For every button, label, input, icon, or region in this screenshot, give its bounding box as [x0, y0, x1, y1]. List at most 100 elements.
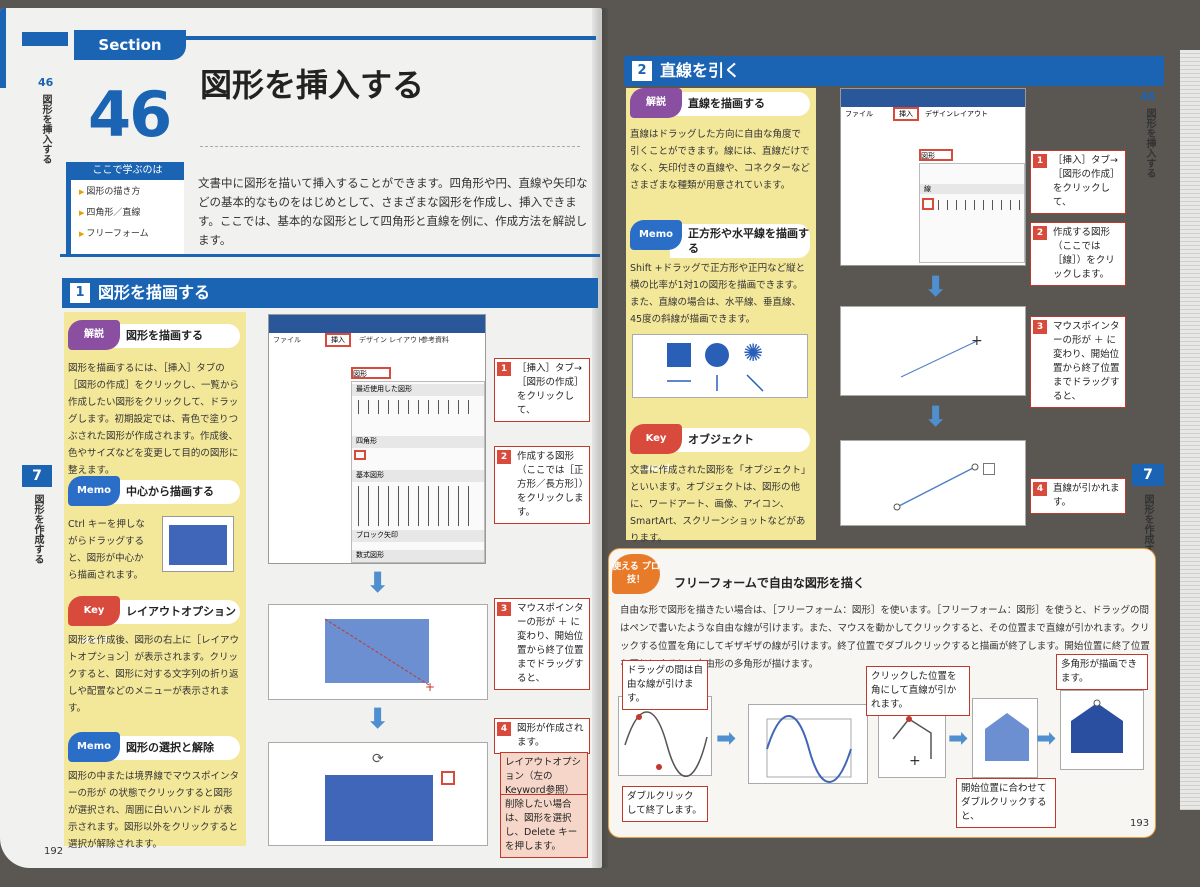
down-arrow-icon: ⬇ [366, 702, 390, 735]
ribbon-tab[interactable]: レイアウト [953, 110, 988, 118]
side-chapter-label: 図形を挿入する [1144, 108, 1155, 178]
chapter-tab-label: 図形を作成する [32, 494, 43, 564]
rectangle-shape [169, 525, 227, 565]
edge-stripe [0, 8, 6, 88]
callout-text: 作成する図形（ここでは［正方形／長方形］）をクリックします。 [517, 451, 584, 518]
tip-body: 図形を描画するには、［挿入］タブの［図形の作成］をクリックし、一覧から作成したい… [68, 363, 240, 476]
explain-badge: 解説 [630, 88, 682, 118]
freeform-note-doubleclick: ダブルクリックして終了します。 [622, 786, 708, 822]
shapes-gallery: 最近使用した図形 四角形 基本図形 ブロック矢印 数式図形 [351, 381, 485, 563]
chapter-tab: 7 [22, 465, 52, 487]
freehand-curve [624, 711, 708, 778]
learn-header: ここで学ぶのは [71, 162, 184, 180]
heading-number: 2 [632, 61, 652, 81]
down-arrow-icon: ⬇ [924, 400, 948, 433]
sun-shape-icon: ✺ [743, 339, 764, 367]
shape-grid[interactable] [358, 486, 478, 526]
right-arrow-icon: ➡ [948, 724, 969, 752]
freeform-note-polygon: 多角形が描画できます。 [1056, 654, 1148, 690]
tip-body: 文書に作成された図形を「オブジェクト」といいます。オブジェクトは、図形の他に、ワ… [630, 465, 806, 544]
rectangle-shape-option[interactable] [354, 450, 366, 460]
memo-badge: Memo [630, 220, 682, 250]
explain-badge: 解説 [68, 320, 120, 350]
tip-title: 正方形や水平線を描画する [670, 224, 810, 258]
keyword-badge: Key word [68, 596, 120, 646]
ribbon-tab[interactable]: 参考資料 [421, 336, 449, 344]
tip-body: 図形を作成後、図形の右上に［レイアウトオプション］が表示されます。クリックすると… [68, 635, 240, 714]
ribbon-tab[interactable]: レイアウト [389, 336, 424, 344]
layout-options-icon[interactable] [441, 771, 455, 785]
svg-text:+: + [971, 333, 983, 349]
callout-text: 作成する図形（ここでは［線］）をクリックします。 [1053, 227, 1115, 280]
tip-memo-select: 図形の選択と解除 Memo 図形の中または境界線でマウスポインターの形が の状態… [68, 732, 244, 850]
ribbon-bar [841, 89, 1025, 107]
insert-tab[interactable]: 挿入 [893, 107, 919, 121]
down-arrow-icon: ⬇ [366, 566, 390, 599]
freeform-step4 [972, 698, 1038, 778]
gallery-section: 四角形 [352, 436, 484, 448]
tip-keyword-object: オブジェクト Key word 文書に作成された図形を「オブジェクト」といいます… [630, 424, 814, 544]
shape-grid[interactable] [358, 400, 478, 414]
tip-title: 図形の選択と解除 [108, 736, 240, 760]
side-chapter-number: 46 [38, 76, 54, 89]
page-title: 図形を挿入する [200, 66, 425, 104]
top-rule [186, 36, 596, 40]
tip-title: 図形を描画する [108, 324, 240, 348]
shapes-button[interactable]: 図形 [919, 149, 953, 161]
ribbon-bar [269, 315, 485, 333]
learn-item: 四角形／直線 [71, 201, 184, 222]
tip-memo-center: 中心から描画する Memo Ctrl キーを押しながらドラッグすると、図形が中心… [68, 476, 244, 586]
learn-item: フリーフォーム [71, 222, 184, 243]
line-samples [667, 374, 764, 392]
shapes-button[interactable]: 図形 [351, 367, 391, 379]
rotate-handle-icon[interactable]: ⟳ [372, 751, 384, 767]
title-divider [200, 146, 580, 147]
drag-line: + [900, 333, 983, 378]
result-panel: ⟳ [268, 742, 488, 846]
tip-explain-line: 直線を描画する 解説 直線はドラッグした方向に自由な角度で引くことができます。線… [630, 88, 814, 208]
square-shape [667, 343, 691, 367]
polyline-shape: + [892, 716, 932, 769]
gallery-section: ブロック矢印 [352, 530, 484, 542]
gallery-section: 線 [920, 184, 1024, 194]
freeform-text: 自由な形で図形を描きたい場合は、［フリーフォーム：図形］を使います。［フリーフォ… [620, 605, 1150, 670]
circle-shape [705, 343, 729, 367]
top-accent [22, 32, 68, 46]
callout-text: 図形が作成されます。 [517, 723, 584, 748]
callout-text: ［挿入］タブ→［図形の作成］をクリックして、 [1053, 155, 1120, 208]
learn-box: ここで学ぶのは 図形の描き方 四角形／直線 フリーフォーム [66, 162, 184, 254]
memo-figure [162, 516, 234, 572]
insert-tab[interactable]: 挿入 [325, 333, 351, 347]
callout-step1: 1［挿入］タブ→［図形の作成］をクリックして、 [494, 358, 590, 422]
gallery-section: 最近使用した図形 [352, 384, 484, 396]
word-screenshot-line: ファイル 挿入 デザイン レイアウト 図形 線 [840, 88, 1026, 266]
line-shape [893, 463, 979, 511]
memo-badge: Memo [68, 732, 120, 762]
freeform-title: フリーフォームで自由な図形を描く [674, 576, 865, 590]
drag-panel: + [268, 604, 488, 700]
ribbon-tab[interactable]: ファイル [273, 336, 301, 344]
tip-body: Ctrl キーを押しながらドラッグすると、図形が中心から描画されます。 [68, 519, 145, 581]
drag-line: + [324, 618, 435, 694]
ribbon-tab[interactable]: ファイル [845, 110, 873, 118]
tip-memo-square: 正方形や水平線を描画する Memo Shift +ドラッグで正方形や正円など縦と… [630, 220, 814, 420]
ribbon-tab[interactable]: デザイン [925, 110, 953, 118]
page-number-right: 193 [1130, 818, 1150, 829]
chapter-tab: 7 [1132, 464, 1164, 486]
line-shape-option[interactable] [922, 198, 934, 210]
word-screenshot-insert: ファイル 挿入 デザイン レイアウト 参考資料 図形 最近使用した図形 四角形 … [268, 314, 486, 564]
result-line-panel [840, 440, 1026, 526]
drag-line-panel: + [840, 306, 1026, 396]
layout-options-icon[interactable] [983, 463, 995, 475]
gallery-section: 基本図形 [352, 470, 484, 482]
tip-title: 中心から描画する [108, 480, 240, 504]
heading-text: 直線を引く [660, 61, 741, 80]
heading-draw-shape: 1 図形を描画する [62, 278, 598, 308]
tip-title: レイアウトオプション [108, 600, 240, 624]
side-chapter-label: 図形を挿入する [40, 94, 51, 164]
shape-grid[interactable] [938, 200, 1022, 210]
ribbon-tab[interactable]: デザイン [359, 336, 387, 344]
learn-item: 図形の描き方 [71, 180, 184, 201]
